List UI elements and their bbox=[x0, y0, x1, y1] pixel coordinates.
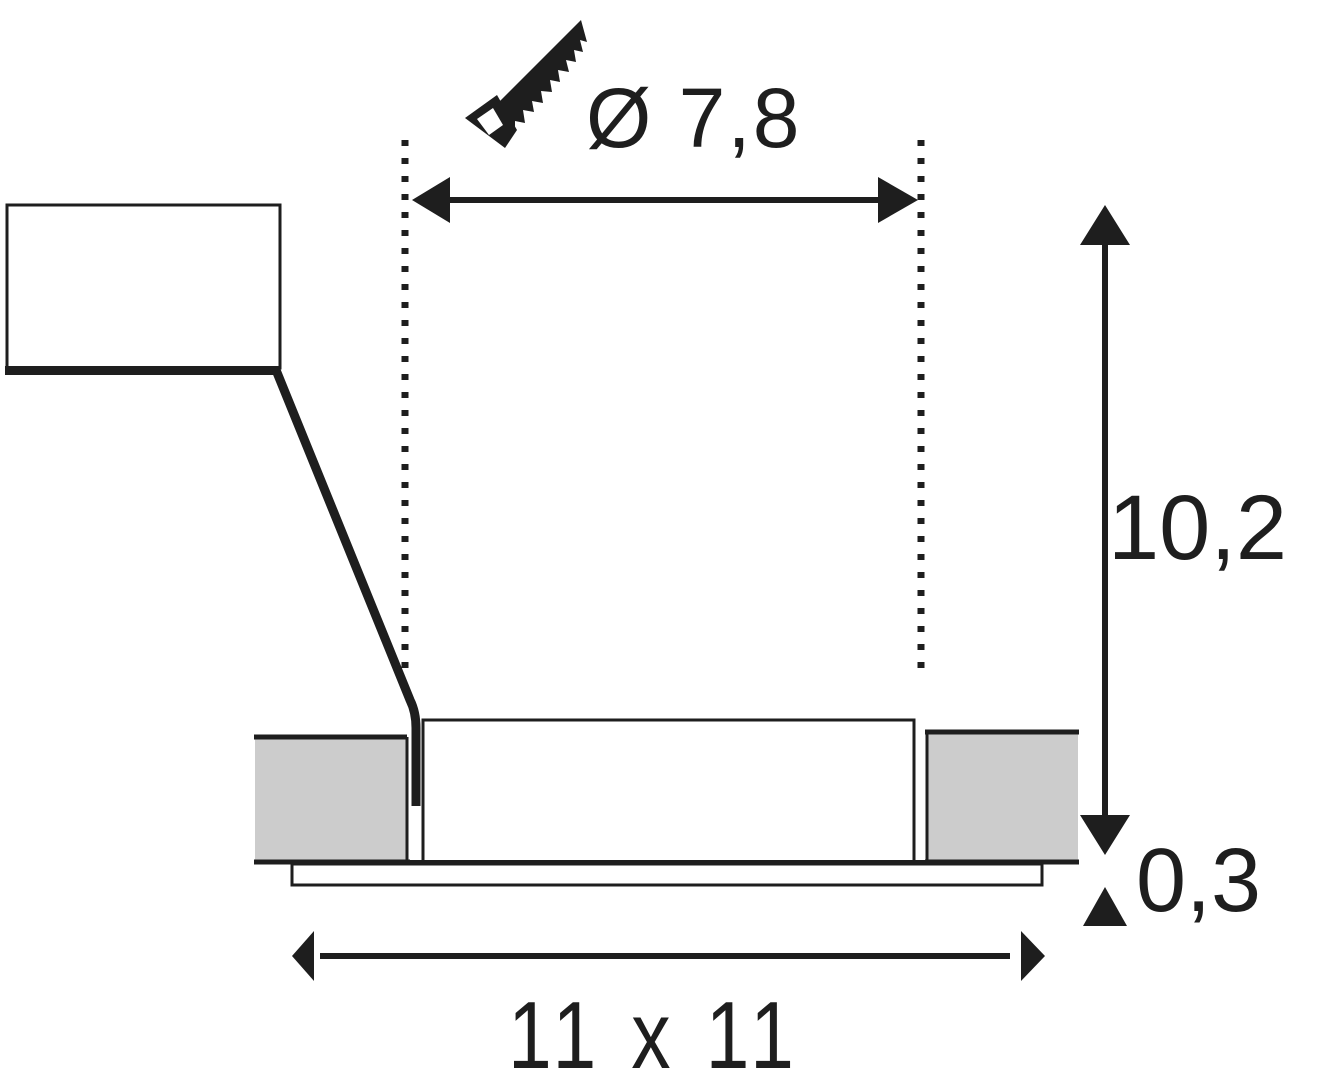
diameter-dimension-arrow bbox=[412, 177, 918, 223]
outer-size-dimension-arrow bbox=[292, 931, 1045, 981]
lamp-housing bbox=[410, 718, 927, 864]
height-label: 10,2 bbox=[1108, 477, 1288, 579]
outer-size-label: 11 x 11 bbox=[508, 982, 801, 1089]
ceiling-panel-right bbox=[925, 729, 1079, 865]
ceiling-panel-left bbox=[254, 734, 410, 865]
diameter-label: Ø 7,8 bbox=[586, 71, 802, 165]
flange-thickness-arrow bbox=[1083, 887, 1127, 926]
trim-flange bbox=[290, 862, 1044, 887]
height-dimension-arrow bbox=[1080, 205, 1130, 855]
driver-box bbox=[5, 203, 282, 375]
connection-cable bbox=[271, 368, 421, 806]
flange-thickness-label: 0,3 bbox=[1136, 831, 1262, 931]
saw-icon bbox=[465, 20, 587, 148]
